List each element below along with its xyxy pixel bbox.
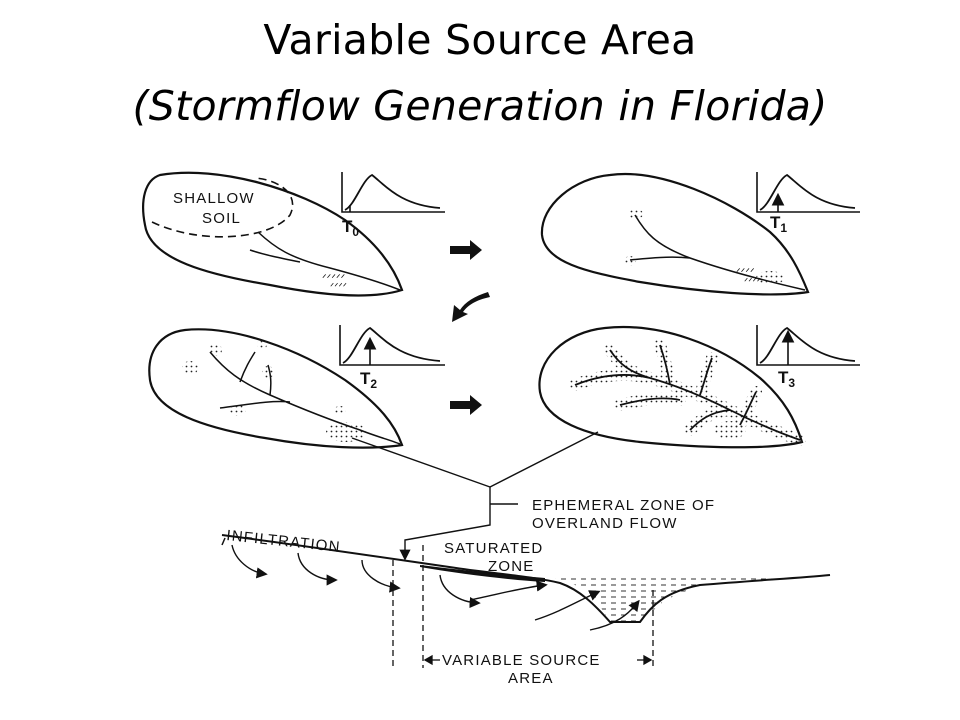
arrow-t2-to-t3	[450, 395, 482, 415]
ephemeral-label-line1: EPHEMERAL ZONE OF	[532, 497, 715, 514]
saturated-patch-t0: ᐟᐟᐟᐟᐟ ᐟᐟᐟᐟ	[322, 272, 347, 293]
variable-source-span	[423, 654, 653, 666]
time-label-t1: T1	[770, 213, 787, 235]
stream-network-t2	[209, 351, 401, 445]
ephemeral-label-line2: OVERLAND FLOW	[532, 515, 678, 532]
hydrograph-t2	[339, 325, 445, 366]
watershed-panel-t2: T2	[148, 325, 445, 449]
watershed-outline-t2	[148, 328, 404, 449]
time-label-t3: T3	[778, 368, 795, 390]
infiltration-label: INFILTRATION	[226, 527, 342, 556]
watershed-panel-t1: ᐟᐟᐟᐟ ᐟᐟᐟᐟ T1	[540, 172, 860, 296]
saturated-label-line1: SATURATED	[444, 540, 543, 557]
watershed-panel-t0: ᐟᐟᐟᐟᐟ ᐟᐟᐟᐟ SHALLOW SOIL T0	[142, 171, 445, 297]
hydrograph-t0	[341, 172, 445, 213]
variable-source-markers	[392, 545, 654, 668]
sequence-arrows	[450, 240, 490, 415]
watershed-outline-t0	[142, 171, 404, 297]
soil-label: SOIL	[202, 210, 241, 227]
hillslope-profile	[221, 534, 831, 623]
arrow-t1-to-t2	[452, 292, 490, 322]
watershed-outline-t1	[540, 172, 810, 296]
saturated-patch-t1: ᐟᐟᐟᐟ ᐟᐟᐟᐟ	[736, 266, 761, 288]
ground-surface	[221, 534, 831, 623]
shallow-soil-boundary	[151, 177, 294, 238]
svg-text:ᐟᐟᐟᐟ: ᐟᐟᐟᐟ	[736, 266, 755, 279]
hydrograph-t1	[756, 172, 860, 213]
channel-water	[545, 575, 830, 622]
variable-source-label-line2: AREA	[508, 670, 554, 687]
saturated-patch-t2	[326, 422, 366, 442]
saturated-network-t3	[569, 339, 806, 446]
saturated-wedge	[420, 565, 545, 582]
infiltration-arrows	[231, 544, 640, 631]
hydrograph-t3	[756, 325, 860, 366]
variable-source-label-line1: VARIABLE SOURCE	[442, 652, 601, 669]
time-label-t0: T0	[342, 217, 359, 239]
watershed-panel-t3: T3	[538, 325, 860, 449]
stream-network-t0	[249, 231, 401, 291]
shallow-label: SHALLOW	[173, 190, 255, 207]
stream-network-t3	[574, 344, 801, 441]
slide-subtitle: (Stormflow Generation in Florida)	[132, 82, 828, 130]
svg-text:ᐟᐟᐟᐟ: ᐟᐟᐟᐟ	[744, 277, 761, 288]
svg-text:ᐟᐟᐟᐟᐟ: ᐟᐟᐟᐟᐟ	[322, 272, 345, 285]
arrow-t0-to-t1	[450, 240, 482, 260]
saturated-label-line2: ZONE	[488, 558, 534, 575]
svg-text:ᐟᐟᐟᐟ: ᐟᐟᐟᐟ	[330, 282, 347, 293]
watershed-outline-t3	[538, 326, 804, 449]
time-label-t2: T2	[360, 369, 377, 391]
connector-lines	[351, 431, 599, 561]
slide-title: Variable Source Area	[263, 16, 697, 64]
